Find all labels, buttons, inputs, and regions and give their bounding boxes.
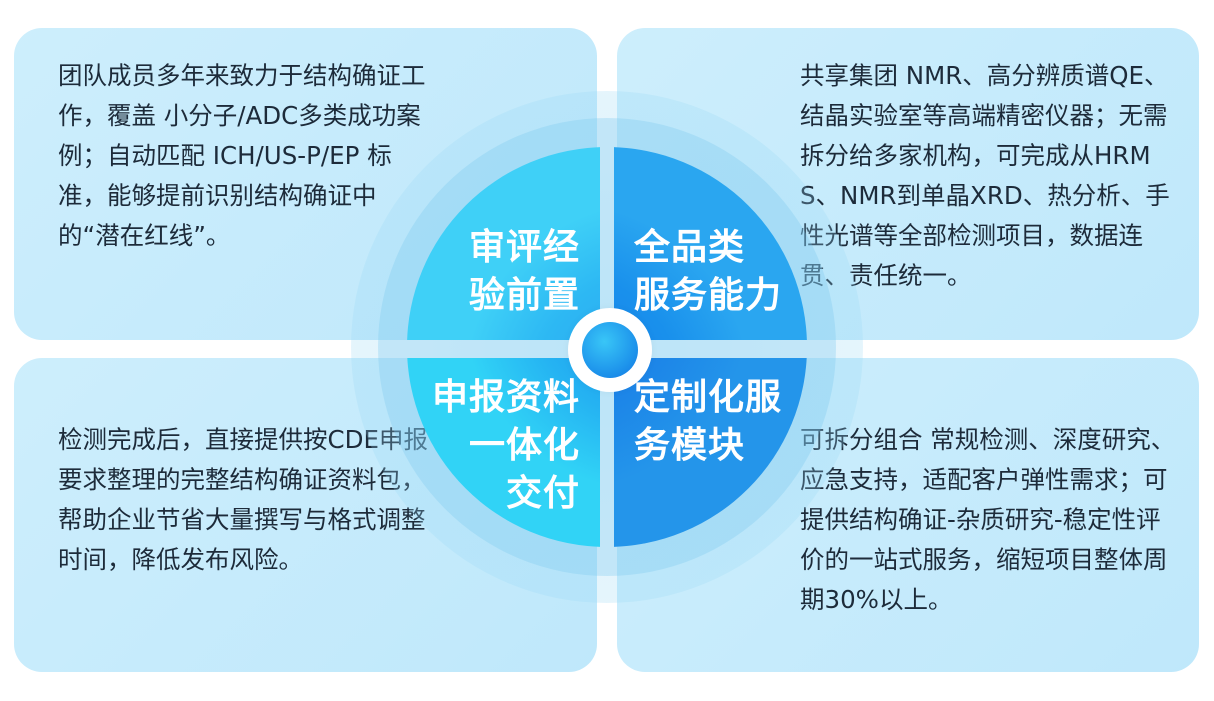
- quadrant-bottom-left-label: 申报资料 一体化 交付: [431, 377, 580, 514]
- quadrant-top-left-label: 审评经 验前置: [468, 227, 580, 316]
- quadrant-bottom-left: 申报资料 一体化 交付: [407, 358, 600, 551]
- panel-top-right-text: 共享集团 NMR、高分辨质谱QE、结晶实验室等高端精密仪器；无需拆分给多家机构，…: [800, 61, 1170, 290]
- panel-bottom-right-text: 可拆分组合 常规检测、深度研究、应急支持，适配客户弹性需求；可提供结构确证-杂质…: [800, 425, 1176, 614]
- quadrant-top-right: 全品类 服务能力: [614, 147, 807, 340]
- center-hub-dot: [582, 322, 638, 378]
- quadrant-bottom-right-label: 定制化服 务模块: [634, 377, 783, 466]
- quadrant-bottom-right: 定制化服 务模块: [614, 358, 807, 551]
- quadrant-top-right-label: 全品类 服务能力: [634, 227, 783, 316]
- panel-bottom-left-text: 检测完成后，直接提供按CDE申报要求整理的完整结构确证资料包，帮助企业节省大量撰…: [58, 425, 428, 574]
- quadrant-top-left: 审评经 验前置: [407, 147, 600, 340]
- panel-top-left-text: 团队成员多年来致力于结构确证工作，覆盖 小分子/ADC多类成功案例；自动匹配 I…: [58, 61, 426, 250]
